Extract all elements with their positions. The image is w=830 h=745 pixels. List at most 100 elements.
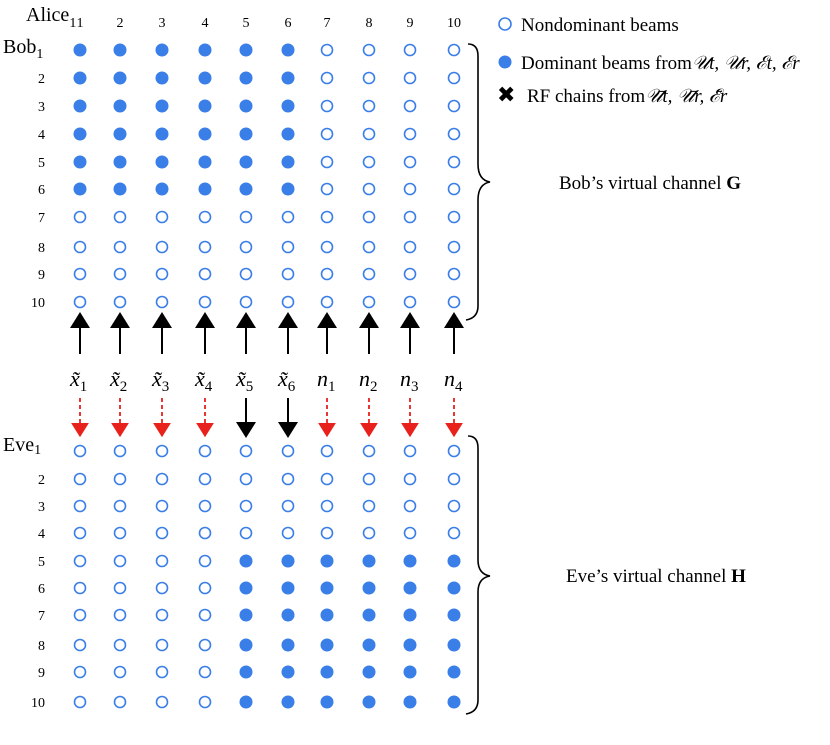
nondominant-beam xyxy=(362,43,376,57)
nondominant-beam xyxy=(155,295,169,309)
nondominant-beam xyxy=(403,240,417,254)
signal-label: x̃6 xyxy=(277,366,296,395)
dominant-beam xyxy=(281,155,295,169)
signal-label: x̃5 xyxy=(235,366,253,395)
nondominant-beam xyxy=(198,608,212,622)
nondominant-beam xyxy=(113,210,127,224)
nondominant-beam xyxy=(403,99,417,113)
dominant-beam xyxy=(73,71,87,85)
dominant-beam xyxy=(362,665,376,679)
nondominant-beam xyxy=(239,295,253,309)
signal-label: x̃2 xyxy=(109,366,127,395)
row-label: 5 xyxy=(38,156,45,171)
nondominant-beam xyxy=(320,71,334,85)
row-label: 10 xyxy=(31,296,45,311)
nondominant-beam xyxy=(113,295,127,309)
signal-base: n xyxy=(400,366,411,391)
nondominant-beam xyxy=(155,581,169,595)
nondominant-beam xyxy=(281,240,295,254)
dominant-beam xyxy=(239,554,253,568)
signal-base: n xyxy=(317,366,328,391)
nondominant-beam xyxy=(320,444,334,458)
nondominant-beam xyxy=(403,267,417,281)
dominant-beam xyxy=(362,695,376,709)
dominant-beam xyxy=(239,608,253,622)
dominant-beam xyxy=(198,99,212,113)
row-label: 2 xyxy=(38,473,45,488)
nondominant-beam xyxy=(198,267,212,281)
signal-sub: 1 xyxy=(328,379,336,395)
dominant-beam xyxy=(239,127,253,141)
nondominant-beam xyxy=(73,444,87,458)
nondominant-beam xyxy=(403,43,417,57)
signal-sub: 4 xyxy=(205,379,213,395)
signal-base: x̃ xyxy=(235,366,246,391)
nondominant-beam xyxy=(73,581,87,595)
nondominant-beam xyxy=(239,267,253,281)
signal-sub: 2 xyxy=(370,379,378,395)
dominant-beam xyxy=(403,638,417,652)
nondominant-beam xyxy=(362,444,376,458)
dominant-beam xyxy=(198,71,212,85)
row-label: 4 xyxy=(38,527,45,542)
signal-label: x̃1 xyxy=(69,366,87,395)
nondominant-beam xyxy=(198,581,212,595)
eve-arrows xyxy=(71,398,463,438)
nondominant-beam xyxy=(239,472,253,486)
nondominant-beam xyxy=(73,665,87,679)
dominant-beam xyxy=(447,665,461,679)
eve-brace xyxy=(465,435,491,715)
row-label: 5 xyxy=(38,555,45,570)
nondominant-beam xyxy=(362,472,376,486)
dominant-beam xyxy=(113,99,127,113)
nondominant-beam xyxy=(113,695,127,709)
nondominant-beam xyxy=(447,295,461,309)
nondominant-beam xyxy=(239,210,253,224)
dominant-beam xyxy=(447,638,461,652)
signal-label: n2 xyxy=(359,366,378,395)
nondominant-beam xyxy=(403,295,417,309)
nondominant-beam xyxy=(362,99,376,113)
dominant-beam xyxy=(281,581,295,595)
nondominant-beam xyxy=(113,638,127,652)
row-label: 8 xyxy=(38,639,45,654)
nondominant-beam xyxy=(320,295,334,309)
column-label: 2 xyxy=(117,16,124,31)
signal-label: x̃4 xyxy=(194,366,213,395)
nondominant-beam xyxy=(447,43,461,57)
nondominant-beam xyxy=(73,638,87,652)
nondominant-beam xyxy=(113,608,127,622)
nondominant-beam xyxy=(281,472,295,486)
dominant-beam xyxy=(239,43,253,57)
nondominant-beam xyxy=(73,295,87,309)
dominant-beam xyxy=(447,554,461,568)
signal-label: n1 xyxy=(317,366,336,395)
row-label: 9 xyxy=(38,268,45,283)
dominant-beam xyxy=(403,608,417,622)
column-label: 3 xyxy=(159,16,166,31)
dominant-beam xyxy=(281,665,295,679)
dominant-beam xyxy=(113,182,127,196)
dominant-beam xyxy=(320,581,334,595)
dominant-beam xyxy=(403,581,417,595)
nondominant-beam xyxy=(403,155,417,169)
dominant-beam xyxy=(281,608,295,622)
signal-base: n xyxy=(444,366,455,391)
nondominant-beam xyxy=(239,526,253,540)
row-label: 10 xyxy=(31,696,45,711)
nondominant-beam xyxy=(320,499,334,513)
dominant-beam xyxy=(73,99,87,113)
nondominant-beam xyxy=(403,127,417,141)
nondominant-beam xyxy=(155,665,169,679)
dominant-beam xyxy=(113,71,127,85)
row-label: 8 xyxy=(38,241,45,256)
nondominant-beam xyxy=(281,210,295,224)
nondominant-beam xyxy=(73,554,87,568)
signal-sub: 6 xyxy=(288,379,296,395)
nondominant-beam xyxy=(73,695,87,709)
dominant-beam xyxy=(155,43,169,57)
nondominant-beam xyxy=(320,43,334,57)
nondominant-beam xyxy=(403,444,417,458)
